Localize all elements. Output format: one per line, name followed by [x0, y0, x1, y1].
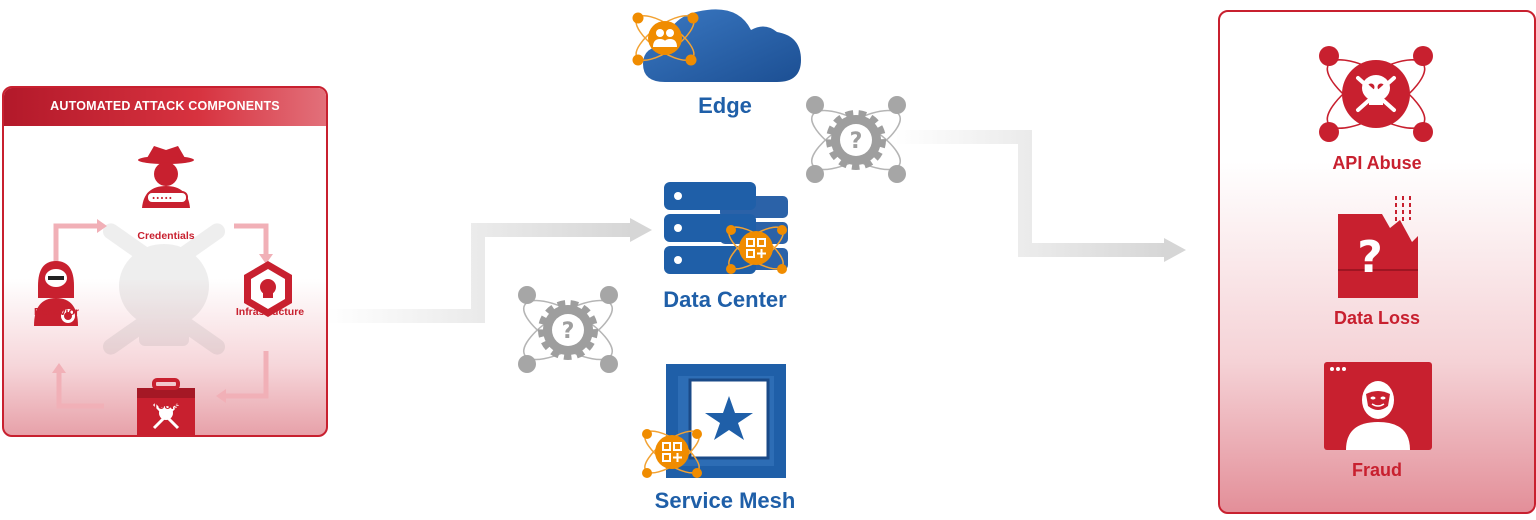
attack-components-title: AUTOMATED ATTACK COMPONENTS — [50, 99, 280, 113]
infrastructure-icon — [244, 261, 292, 317]
arrow-head-outcomes — [1164, 238, 1186, 262]
svg-text:?: ? — [850, 129, 863, 154]
tools-icon — [137, 378, 195, 435]
arrow-head-data-center — [630, 218, 652, 242]
outcomes-panel: API Abuse ? Data Loss Fraud — [1218, 10, 1536, 514]
credentials-label: Credentials — [137, 230, 195, 242]
behavior-icon — [34, 261, 78, 326]
api-abuse-label: API Abuse — [1332, 153, 1422, 173]
attack-components-header — [4, 88, 326, 126]
cycle-arrows — [53, 223, 269, 409]
edge-cloud-icon — [632, 9, 801, 82]
fraud-icon — [1324, 362, 1432, 450]
credentials-icon: ••••• — [138, 146, 194, 208]
service-mesh-icon — [642, 364, 786, 478]
infrastructure-label: Infrastructure — [235, 306, 305, 318]
arrow-to-data-center — [325, 223, 632, 323]
unknown-gear-icon-top: ? — [806, 96, 906, 183]
tools-label: Tools — [152, 400, 180, 412]
arrow-to-outcomes — [895, 130, 1166, 257]
background-skull-icon — [102, 223, 226, 355]
data-loss-label: Data Loss — [1333, 308, 1421, 328]
attack-components-panel: AUTOMATED ATTACK COMPONENTS — [2, 86, 328, 437]
svg-text:?: ? — [562, 319, 575, 344]
service-mesh-label: Service Mesh — [654, 488, 796, 513]
data-center-label: Data Center — [663, 287, 787, 312]
edge-label: Edge — [698, 93, 752, 118]
svg-text:•••••: ••••• — [151, 195, 172, 203]
fraud-label: Fraud — [1351, 460, 1402, 480]
data-loss-icon: ? — [1338, 196, 1418, 298]
behavior-label: Behavior — [34, 306, 79, 318]
unknown-gear-icon-bottom: ? — [518, 286, 618, 373]
svg-text:?: ? — [1357, 232, 1383, 283]
data-center-server-icon — [664, 182, 788, 274]
api-abuse-icon — [1319, 46, 1433, 142]
attack-cycle-graphic: ••••• — [34, 146, 292, 435]
